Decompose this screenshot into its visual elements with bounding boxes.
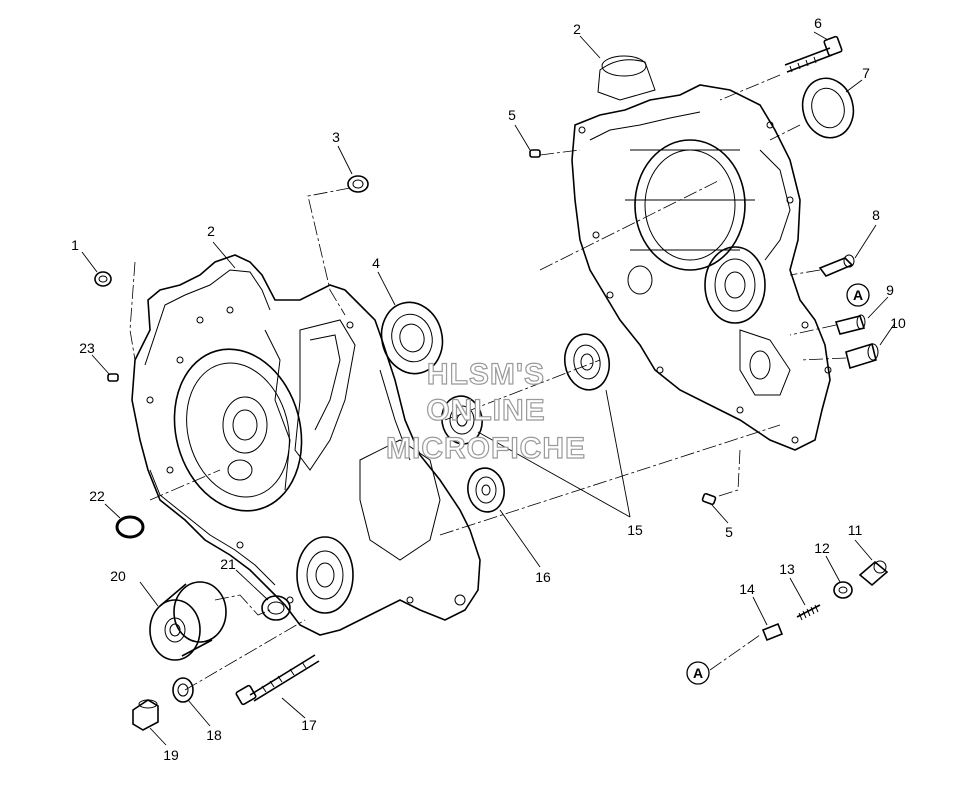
part-9-fitting <box>834 314 866 335</box>
callout-17: 17 <box>301 717 317 733</box>
left-crankcase-half <box>131 254 481 636</box>
part-22-o-ring <box>115 515 145 539</box>
callout-5-upper: 5 <box>508 107 516 123</box>
part-6-bolt <box>784 35 843 73</box>
part-5-dowel-pin-lower <box>701 492 717 506</box>
watermark: HLSM'S ONLINE MICROFICHE <box>385 357 586 465</box>
callout-8: 8 <box>872 207 880 223</box>
callout-12: 12 <box>814 540 830 556</box>
watermark-line-1: HLSM'S <box>427 358 545 391</box>
part-4-bearing <box>380 301 444 375</box>
part-3-dowel-sleeve <box>347 175 369 193</box>
watermark-line-2: ONLINE <box>426 394 545 427</box>
part-7-oil-seal <box>801 77 855 139</box>
callout-15: 15 <box>627 522 643 538</box>
callout-16: 16 <box>535 569 551 585</box>
leader-lines <box>81 31 896 746</box>
part-13-spring <box>796 604 821 621</box>
callout-22: 22 <box>89 488 105 504</box>
part-17-bolt <box>235 654 320 706</box>
part-11-plug <box>858 560 889 587</box>
part-1-bushing <box>94 271 112 287</box>
part-5-dowel-pin-upper <box>529 149 541 158</box>
callout-2-right: 2 <box>573 21 581 37</box>
part-18-washer <box>172 677 194 703</box>
part-10-fitting <box>845 342 879 370</box>
part-16-bearing <box>467 467 505 513</box>
part-8-plug <box>818 254 855 277</box>
callout-21: 21 <box>220 556 236 572</box>
part-23-pin <box>107 373 119 382</box>
part-20-strainer-cap <box>149 581 227 661</box>
callout-10: 10 <box>890 315 906 331</box>
reference-a-upper: A <box>846 283 870 307</box>
callout-13: 13 <box>779 561 795 577</box>
reference-a-lower: A <box>686 661 710 685</box>
callout-23: 23 <box>79 340 95 356</box>
callout-4: 4 <box>372 255 380 271</box>
callout-numbers: 1 2 2 3 4 5 5 6 7 8 9 10 11 12 13 14 15 … <box>71 15 906 763</box>
callout-18: 18 <box>206 727 222 743</box>
callout-14: 14 <box>739 581 755 597</box>
watermark-line-3: MICROFICHE <box>386 432 586 465</box>
callout-7: 7 <box>862 65 870 81</box>
callout-1: 1 <box>71 237 79 253</box>
callout-5-lower: 5 <box>725 524 733 540</box>
callout-9: 9 <box>886 282 894 298</box>
callout-6: 6 <box>814 15 822 31</box>
callout-3: 3 <box>332 129 340 145</box>
right-crankcase-half <box>571 55 832 451</box>
reference-a-lower-label: A <box>693 665 703 681</box>
callout-19: 19 <box>163 747 179 763</box>
reference-a-upper-label: A <box>853 287 863 303</box>
part-12-washer <box>833 581 853 599</box>
assembly-centerlines <box>129 74 847 691</box>
part-15-bearing-a <box>563 333 611 391</box>
part-15-bearing-b <box>441 395 483 445</box>
callout-11: 11 <box>848 522 863 538</box>
callout-20: 20 <box>110 568 126 584</box>
part-21-oil-seal <box>261 595 291 621</box>
callout-2-left: 2 <box>207 223 215 239</box>
part-19-drain-plug <box>132 699 159 731</box>
part-14-plunger <box>761 622 784 642</box>
